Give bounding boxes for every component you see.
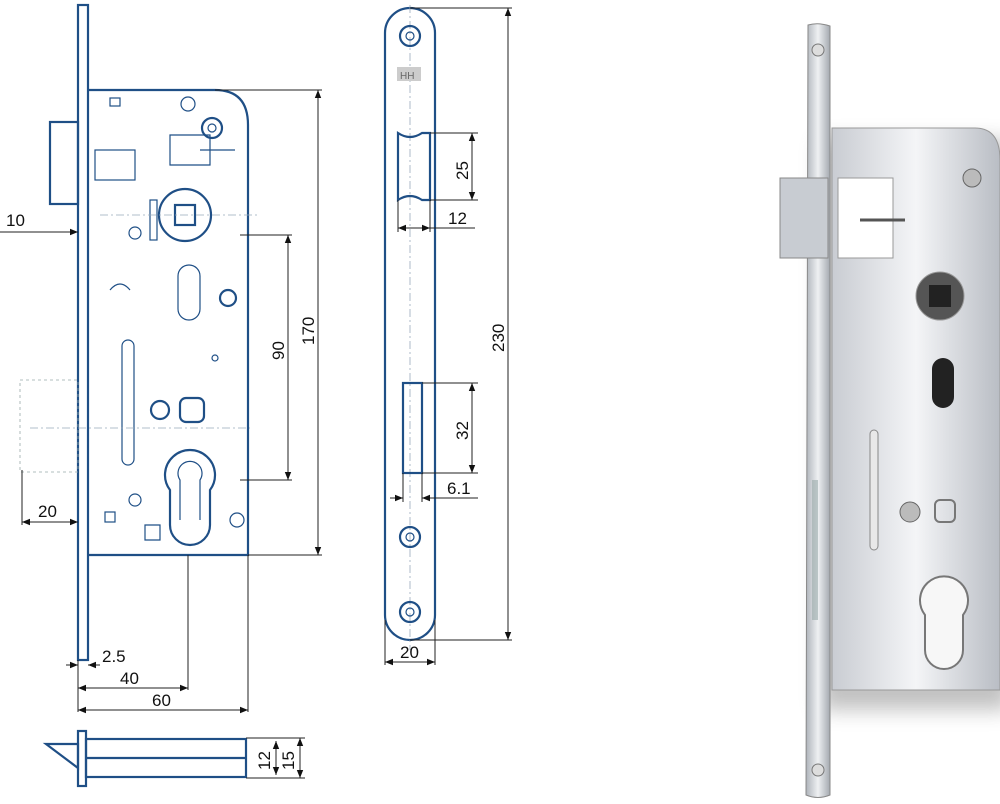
faceplate-photo: [805, 23, 831, 798]
screw-icon: [200, 116, 224, 140]
latch-bevel: [42, 742, 80, 771]
dim-60: 60: [152, 691, 171, 710]
top-view: 12 15: [42, 729, 305, 788]
latch-photo: [779, 177, 829, 259]
faceplate-marking: [397, 67, 421, 81]
dim-12: 12: [448, 209, 467, 228]
dim-20-width: 20: [400, 643, 419, 662]
bolt-opening: [401, 381, 424, 475]
slot: [121, 339, 135, 466]
lock-photo: [779, 23, 1000, 798]
screw-hole-top: [398, 24, 422, 48]
dim-12-thickness: 12: [255, 751, 274, 770]
dim-15-thickness: 15: [279, 751, 298, 770]
faceplate-marking-text: HH: [400, 71, 414, 82]
dim-2-5: 2.5: [102, 647, 126, 666]
dim-10: 10: [6, 211, 25, 230]
dim-230: 230: [489, 324, 508, 352]
bolt-outline: [19, 379, 79, 473]
dim-90: 90: [269, 341, 288, 360]
cylinder-cutout-photo: [919, 575, 969, 670]
screw-hole-mid: [398, 525, 422, 549]
dim-32: 32: [453, 421, 472, 440]
latch-opening: [396, 130, 432, 203]
dim-6-1: 6.1: [447, 479, 471, 498]
screw-hole-bottom: [398, 600, 422, 624]
side-view: 10 20 2.5 40 60 90 170: [0, 3, 322, 714]
cylinder-cutout: [163, 448, 217, 547]
dim-20-bolt: 20: [38, 502, 57, 521]
dim-25: 25: [453, 161, 472, 180]
dim-40: 40: [120, 669, 139, 688]
faceplate-side: [76, 3, 90, 662]
latch-bolt: [48, 120, 80, 206]
faceplate-front-view: HH 25 12 32 6.1 230 20: [383, 5, 512, 666]
dim-170: 170: [299, 317, 318, 345]
